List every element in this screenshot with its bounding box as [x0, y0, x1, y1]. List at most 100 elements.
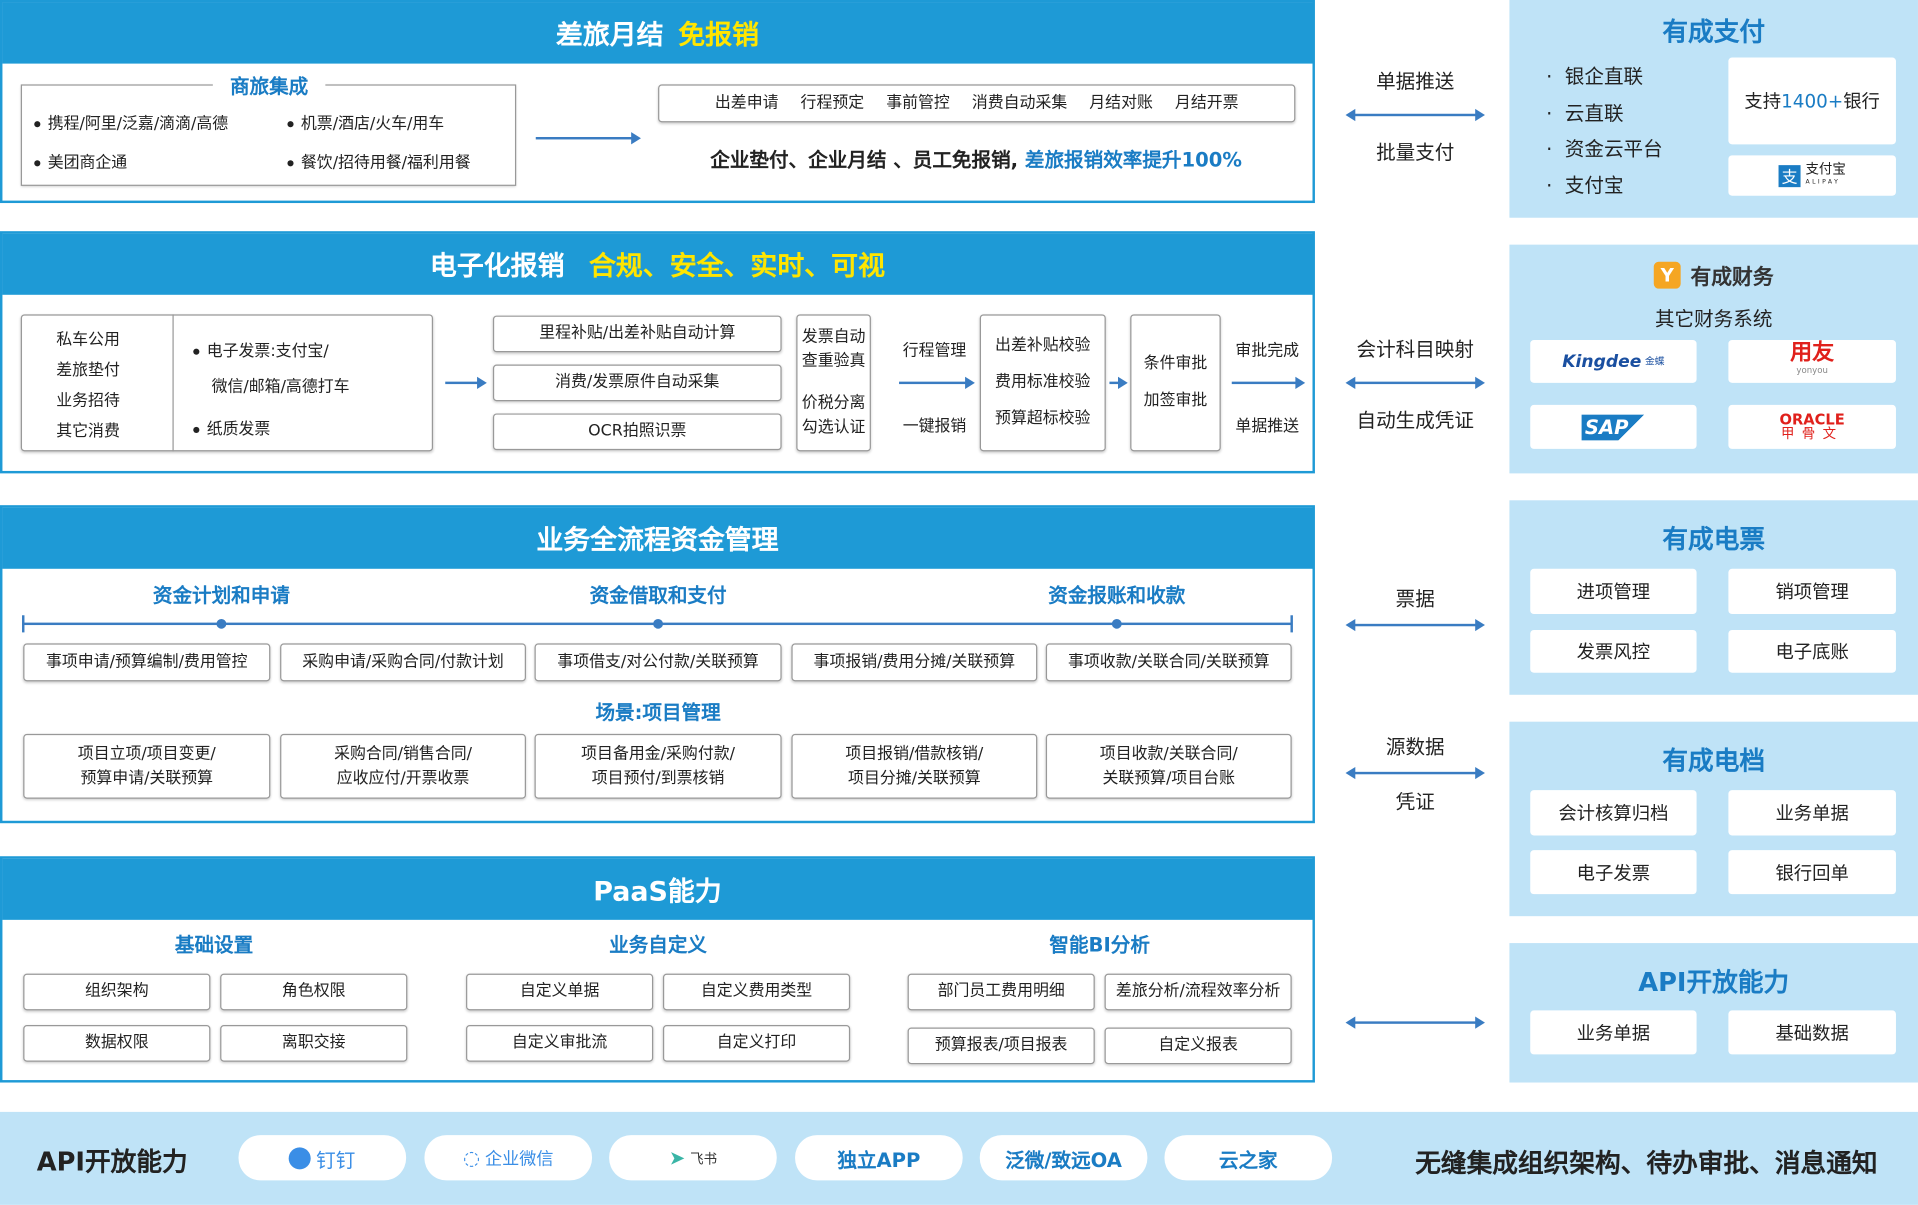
approve-line: 条件审批 — [1143, 354, 1208, 374]
funds-item: 事项报销/费用分摊/关联预算 — [791, 643, 1038, 682]
paas-item: 自定义报表 — [1104, 1027, 1292, 1065]
project-item: 项目收款/关联合同/关联预算/项目台账 — [1045, 733, 1292, 799]
paper-invoice: 纸质发票 — [206, 420, 271, 440]
paas-item: 部门员工费用明细 — [907, 973, 1095, 1011]
arrow-right-icon — [899, 376, 975, 389]
project-item: 项目备用金/采购付款/项目预付/到票核销 — [534, 733, 782, 799]
group-item: 携程/阿里/泛嘉/滴滴/高德 — [47, 114, 229, 134]
line: 项目立项/项目变更/ — [77, 744, 216, 763]
line: 项目预付/到票核销 — [591, 768, 725, 788]
bottom-slogan: 无缝集成组织架构、待办审批、消息通知 — [1415, 1148, 1878, 1178]
arrow-right-icon — [535, 132, 641, 145]
api-item: 基础数据 — [1728, 1010, 1896, 1055]
einvoice-item: 销项管理 — [1728, 568, 1896, 615]
sap-logo: SAP — [1530, 404, 1697, 449]
stage-title: 资金计划和申请 — [152, 583, 290, 607]
connector-label: 会计科目映射 — [1356, 337, 1474, 361]
earchive-panel: 有成电档 会计核算归档 业务单据 电子发票 银行回单 — [1509, 721, 1918, 917]
travel-title: 差旅月结 — [555, 20, 664, 52]
invoice-source-cont: 微信/邮箱/高德打车 — [211, 377, 350, 397]
paas-item: 自定义打印 — [662, 1025, 851, 1062]
bottom-title: API开放能力 — [36, 1147, 188, 1177]
onekey-label: 一键报销 — [902, 417, 967, 437]
line: 项目报销/借款核销/ — [845, 744, 984, 763]
check-line: 查重验真 — [801, 352, 866, 371]
line: 项目分摊/关联预算 — [848, 768, 981, 788]
double-arrow-icon — [1345, 766, 1485, 780]
invoice-source: 电子发票:支付宝/ — [206, 342, 329, 361]
api-panel: API开放能力 业务单据 基础数据 — [1509, 943, 1918, 1083]
api-title: API开放能力 — [1638, 967, 1790, 997]
pay-item: · 银企直联 — [1546, 64, 1644, 89]
funds-item: 事项借支/对公付款/关联预算 — [534, 643, 782, 682]
group-item: 餐饮/招待用餐/福利用餐 — [300, 154, 471, 173]
verify-line: 预算超标校验 — [995, 409, 1091, 429]
summary-highlight: 差旅报销效率提升100% — [1024, 148, 1242, 172]
arrow-right-icon — [1109, 376, 1128, 389]
einvoice-title: 有成电票 — [1662, 524, 1766, 555]
verify-line: 费用标准校验 — [995, 373, 1091, 392]
ereimb-title: 电子化报销 — [429, 251, 565, 283]
pay-item: · 云直联 — [1546, 100, 1624, 125]
pay-item: · 资金云平台 — [1546, 136, 1663, 161]
funds-item: 事项收款/关联合同/关联预算 — [1045, 643, 1292, 682]
paas-item: 组织架构 — [23, 973, 211, 1011]
timeline-dot — [1111, 618, 1122, 629]
wecom-icon: ◌ — [463, 1146, 481, 1170]
check-line: 发票自动 — [801, 327, 866, 347]
line: 项目收款/关联合同/ — [1099, 744, 1238, 763]
trip-label: 行程管理 — [902, 341, 967, 361]
oa-pill: 泛微/致远OA — [979, 1135, 1148, 1181]
funds-item: 事项申请/预算编制/费用管控 — [23, 643, 271, 682]
feishu-icon: ➤ — [668, 1146, 686, 1170]
expense-type: 业务招待 — [56, 392, 120, 411]
auto-collect-box: 消费/发票原件自动采集 — [492, 364, 782, 402]
project-item: 项目立项/项目变更/预算申请/关联预算 — [23, 733, 271, 799]
paas-item: 自定义审批流 — [466, 1025, 654, 1062]
connector-label: 自动生成凭证 — [1356, 408, 1474, 432]
funds-item: 采购申请/采购合同/付款计划 — [280, 643, 526, 682]
ereimb-title-highlight: 合规、安全、实时、可视 — [588, 251, 886, 283]
paas-item: 自定义费用类型 — [662, 973, 851, 1011]
approve-box: 条件审批加签审批 — [1130, 314, 1221, 452]
paas-group-title: 智能BI分析 — [1049, 933, 1150, 957]
step: 行程预定 — [800, 93, 865, 112]
connector-label: 单据推送 — [1376, 69, 1455, 93]
arrow-right-icon — [445, 376, 487, 389]
earchive-item: 银行回单 — [1728, 850, 1896, 895]
earchive-title: 有成电档 — [1662, 746, 1766, 776]
pay-title: 有成支付 — [1662, 17, 1766, 47]
yunzhijia-pill: 云之家 — [1164, 1135, 1333, 1181]
paas-item: 角色权限 — [220, 973, 408, 1011]
api-item: 业务单据 — [1530, 1010, 1697, 1055]
paas-group-title: 基础设置 — [174, 933, 254, 957]
line: 预算申请/关联预算 — [80, 768, 214, 788]
earchive-item: 业务单据 — [1728, 790, 1896, 836]
timeline-dot — [216, 618, 227, 629]
line: 项目备用金/采购付款/ — [581, 744, 735, 763]
travel-title-highlight: 免报销 — [678, 20, 760, 52]
push-label: 单据推送 — [1235, 417, 1300, 437]
scene-title: 场景:项目管理 — [595, 700, 721, 725]
dingtalk-pill: 钉钉 — [238, 1135, 407, 1181]
summary: 企业垫付、企业月结 、员工免报销, — [710, 148, 1019, 172]
einvoice-item: 电子底账 — [1728, 629, 1896, 673]
feishu-pill: ➤飞书 — [609, 1135, 777, 1181]
timeline-dot — [653, 618, 663, 629]
paas-group-title: 业务自定义 — [609, 933, 708, 957]
line: 关联预算/项目台账 — [1102, 768, 1236, 788]
travel-steps: 出差申请行程预定事前管控消费自动采集月结对账月结开票 — [658, 84, 1296, 123]
youcheng-logo-icon: Y — [1653, 261, 1681, 289]
done-label: 审批完成 — [1235, 341, 1300, 361]
travel-header: 差旅月结免报销 — [2, 2, 1313, 64]
check-line: 价税分离 — [801, 393, 866, 413]
earchive-item: 电子发票 — [1530, 850, 1697, 895]
finance-subtitle: 其它财务系统 — [1654, 307, 1773, 331]
line: 采购合同/销售合同/ — [334, 744, 473, 763]
step: 事前管控 — [886, 93, 950, 112]
paas-item: 离职交接 — [220, 1025, 408, 1062]
